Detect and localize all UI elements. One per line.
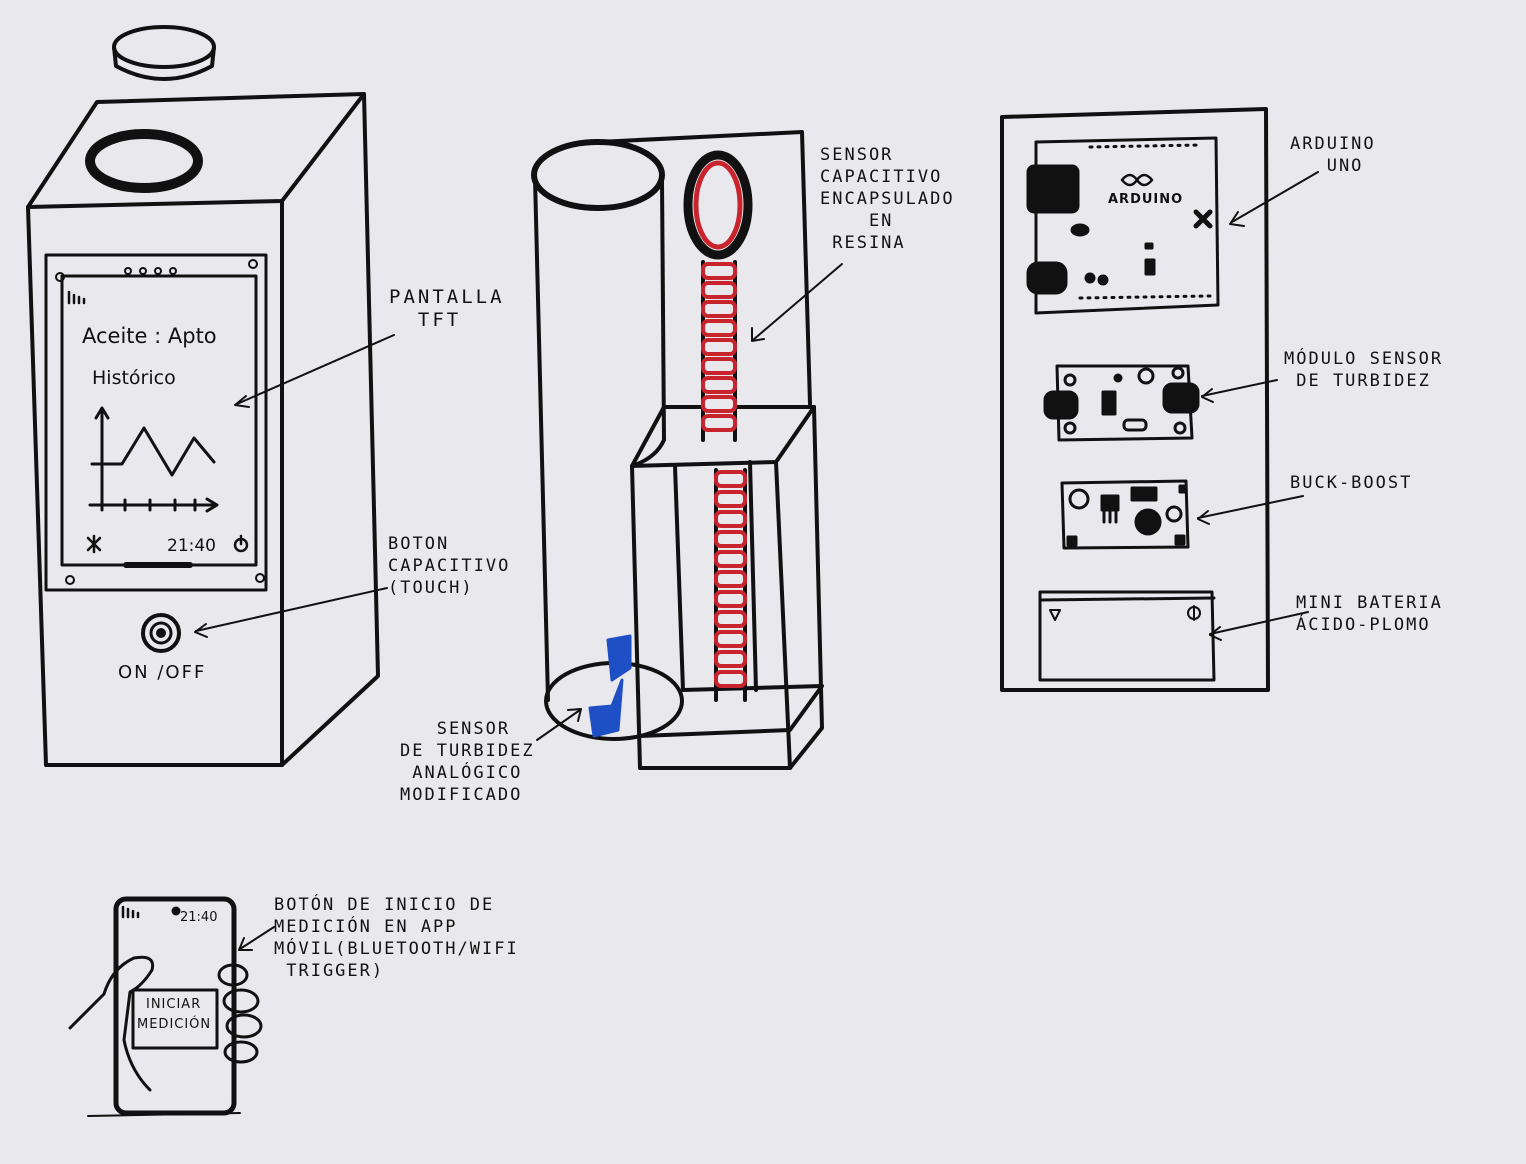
label-buck-boost: BUCK-BOOST bbox=[1290, 472, 1412, 494]
fill-opening bbox=[90, 134, 198, 188]
screen-line-2: Histórico bbox=[92, 367, 176, 389]
screen-time: 21:40 bbox=[167, 536, 216, 556]
label-sensor-turbidez: SENSOR DE TURBIDEZ ANALÓGICO MODIFICADO bbox=[400, 718, 535, 806]
phone-button-line-1: INICIAR bbox=[146, 997, 201, 1012]
sensor-assembly bbox=[534, 132, 842, 768]
label-boton-capacitivo: BOTON CAPACITIVO (TOUCH) bbox=[388, 533, 510, 599]
coil-ring bbox=[716, 572, 745, 586]
label-pantalla-tft: PANTALLA TFT bbox=[389, 286, 505, 332]
label-arduino-uno: ARDUINO UNO bbox=[1290, 133, 1376, 177]
tft-screen bbox=[46, 255, 266, 590]
coil-ring bbox=[716, 532, 745, 546]
label-sensor-capacitivo: SENSOR CAPACITIVO ENCAPSULADO EN RESINA bbox=[820, 144, 955, 254]
power-label: ON /OFF bbox=[118, 662, 206, 683]
coil-ring bbox=[703, 264, 735, 278]
coil-ring bbox=[716, 472, 745, 486]
arduino-logo-text: ARDUINO bbox=[1108, 192, 1183, 207]
coil-ring bbox=[716, 592, 745, 606]
turbidity-sensor-probe bbox=[590, 636, 630, 736]
label-bateria: MINI BATERIA ÁCIDO-PLOMO bbox=[1296, 592, 1443, 636]
lid-cap bbox=[114, 27, 214, 79]
turbidity-module bbox=[1045, 366, 1198, 440]
touch-power-button bbox=[143, 615, 179, 651]
coil-ring bbox=[703, 378, 735, 392]
arduino-board bbox=[1028, 138, 1218, 313]
battery bbox=[1040, 592, 1214, 680]
coil-rings bbox=[703, 264, 745, 686]
coil-ring bbox=[703, 283, 735, 297]
label-boton-app: BOTÓN DE INICIO DE MEDICIÓN EN APP MÓVIL… bbox=[274, 894, 519, 982]
coil-ring bbox=[716, 552, 745, 566]
phone-time: 21:40 bbox=[180, 910, 217, 925]
screen-line-1: Aceite : Apto bbox=[82, 324, 217, 348]
coil-ring bbox=[703, 302, 735, 316]
coil-ring bbox=[716, 652, 745, 666]
history-chart bbox=[90, 408, 217, 511]
coil-ring bbox=[716, 632, 745, 646]
device-enclosure bbox=[28, 27, 394, 765]
signal-icon bbox=[69, 292, 84, 303]
buck-boost-module bbox=[1062, 481, 1188, 548]
coil-ring bbox=[703, 416, 735, 430]
phone-button-line-2: MEDICIÓN bbox=[137, 1016, 211, 1032]
coil-ring bbox=[716, 672, 745, 686]
label-modulo-turbidez: MÓDULO SENSOR DE TURBIDEZ bbox=[1284, 348, 1443, 392]
coil-ring bbox=[703, 359, 735, 373]
settings-icon bbox=[88, 536, 100, 552]
coil-ring bbox=[716, 492, 745, 506]
coil-ring bbox=[703, 321, 735, 335]
coil-ring bbox=[716, 612, 745, 626]
coil-ring bbox=[703, 397, 735, 411]
coil-ring bbox=[716, 512, 745, 526]
coil-ring bbox=[703, 340, 735, 354]
